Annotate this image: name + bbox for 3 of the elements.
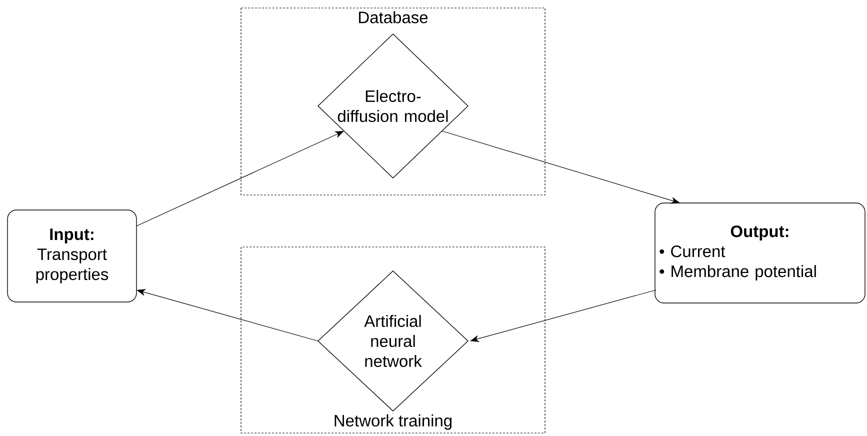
rounded-box: Input: Transport properties (7, 210, 137, 302)
arrow (136, 131, 344, 226)
rounded-box: Output: • Current • Membrane potential (654, 202, 866, 304)
